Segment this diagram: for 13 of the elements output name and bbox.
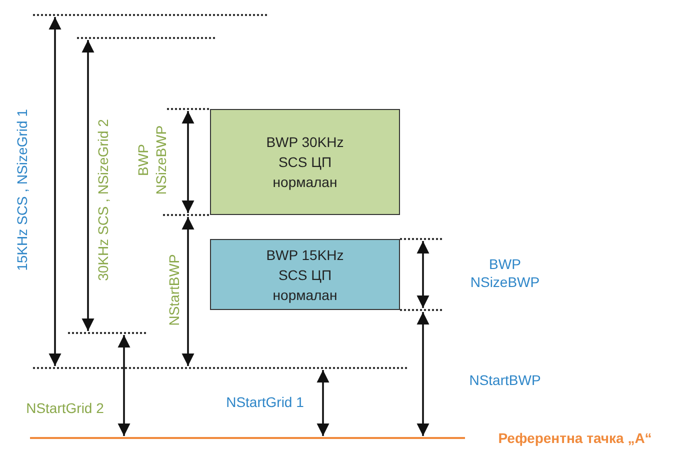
dimension-label: NStartGrid 1 (226, 393, 304, 411)
dimension-label: 30KHz SCS , NSizeGrid 2 (94, 119, 112, 281)
dimension-label: BWP NSizeBWP (469, 255, 541, 291)
box-text: BWP 30KHz SCS ЦП нормалан (265, 133, 345, 192)
dimension-label: NStartBWP (165, 254, 183, 326)
reference-point-label: Референтна тачка „A“ (498, 429, 652, 447)
bandwidth-part-box (210, 109, 400, 215)
dimension-label: 15KHz SCS , NSizeGrid 1 (13, 109, 31, 271)
dimension-label: NStartBWP (469, 371, 541, 389)
bandwidth-part-box (210, 239, 400, 310)
box-text: BWP 15KHz SCS ЦП нормалан (265, 246, 345, 304)
dimension-label: BWP NSizeBWP (134, 124, 170, 197)
dimension-label: NStartGrid 2 (26, 399, 104, 417)
